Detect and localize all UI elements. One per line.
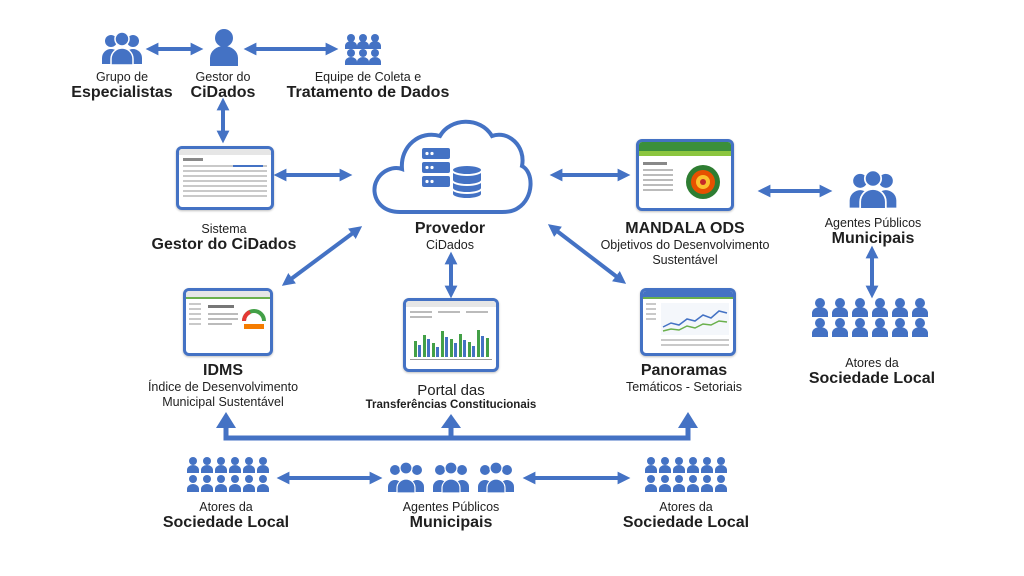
provedor-node xyxy=(368,114,534,220)
group-people-icon xyxy=(102,31,142,66)
atores-left-line2: Sociedade Local xyxy=(162,514,290,532)
idms-label: IDMS Índice de Desenvolvimento Municipal… xyxy=(120,362,326,409)
atores-right-bottom-line2: Sociedade Local xyxy=(622,514,750,532)
portal-label: Portal das Transferências Constitucionai… xyxy=(344,382,558,412)
especialistas-line2: Especialistas xyxy=(71,84,173,102)
idms-line2: Municipal Sustentável xyxy=(162,394,284,409)
agentes-right-line1: Agentes Públicos xyxy=(824,216,922,230)
agentes-right-node xyxy=(847,168,899,210)
portal-title: Portal das xyxy=(417,382,485,399)
provedor-label: Provedor CiDados xyxy=(380,220,520,253)
idms-line1: Índice de Desenvolvimento xyxy=(147,380,299,395)
gestor-node xyxy=(208,28,240,66)
team-icon xyxy=(345,34,381,65)
mandala-line1: Objetivos do Desenvolvimento xyxy=(600,238,770,253)
atores-right-line1: Atores da xyxy=(845,356,899,370)
atores-right-node xyxy=(811,297,933,339)
mandala-title: MANDALA ODS xyxy=(625,220,745,237)
provedor-title: Provedor xyxy=(414,220,486,237)
arrow-provedor-panoramas xyxy=(547,224,627,284)
atores-right-line2: Sociedade Local xyxy=(808,370,936,388)
equipe-line1: Equipe de Coleta e xyxy=(314,70,422,84)
sistema-line1: Sistema xyxy=(201,222,247,236)
atores-left-label: Atores da Sociedade Local xyxy=(150,500,302,533)
provedor-subtitle: CiDados xyxy=(426,238,474,253)
mandala-label: MANDALA ODS Objetivos do Desenvolvimento… xyxy=(580,220,790,267)
agentes-bottom-line1: Agentes Públicos xyxy=(402,500,500,514)
agentes-bottom-line2: Municipais xyxy=(409,514,493,532)
gestor-line2: CiDados xyxy=(190,84,256,102)
group-people-icon xyxy=(849,169,897,210)
atores-right-label: Atores da Sociedade Local xyxy=(796,356,948,389)
cloud-database-icon xyxy=(372,119,533,214)
especialistas-node xyxy=(100,30,144,66)
idms-title: IDMS xyxy=(203,362,243,379)
atores-left-node xyxy=(185,456,269,494)
equipe-node xyxy=(343,32,383,66)
groups-icon xyxy=(388,461,514,494)
person-icon xyxy=(210,29,238,66)
crowd-icon xyxy=(187,457,269,492)
atores-left-line1: Atores da xyxy=(199,500,253,514)
mandala-screenshot xyxy=(636,139,734,211)
panoramas-subtitle: Temáticos - Setoriais xyxy=(625,380,742,395)
agentes-bottom-label: Agentes Públicos Municipais xyxy=(378,500,524,533)
gestor-line1: Gestor do xyxy=(195,70,251,84)
mandala-line2: Sustentável xyxy=(652,252,718,267)
especialistas-line1: Grupo de xyxy=(95,70,149,84)
idms-screenshot xyxy=(183,288,273,356)
sistema-label: Sistema Gestor do CiDados xyxy=(140,222,308,255)
gestor-label: Gestor do CiDados xyxy=(168,70,278,103)
panoramas-screenshot xyxy=(640,288,736,356)
portal-subtitle: Transferências Constitucionais xyxy=(365,399,537,412)
atores-right-bottom-label: Atores da Sociedade Local xyxy=(610,500,762,533)
sistema-line2: Gestor do CiDados xyxy=(151,236,297,254)
atores-right-bottom-line1: Atores da xyxy=(659,500,713,514)
portal-screenshot xyxy=(403,298,499,372)
crowd-icon xyxy=(645,457,727,492)
agentes-right-line2: Municipais xyxy=(831,230,915,248)
agentes-bottom-node xyxy=(388,460,514,494)
crowd-icon xyxy=(812,298,928,337)
panoramas-title: Panoramas xyxy=(640,362,728,379)
agentes-right-label: Agentes Públicos Municipais xyxy=(800,216,946,249)
equipe-label: Equipe de Coleta e Tratamento de Dados xyxy=(270,70,466,103)
arrow-provedor-idms xyxy=(281,226,363,286)
panoramas-label: Panoramas Temáticos - Setoriais xyxy=(594,362,774,395)
especialistas-label: Grupo de Especialistas xyxy=(52,70,192,103)
atores-right-bottom-node xyxy=(643,456,727,494)
equipe-line2: Tratamento de Dados xyxy=(286,84,450,102)
sistema-screenshot xyxy=(176,146,274,210)
